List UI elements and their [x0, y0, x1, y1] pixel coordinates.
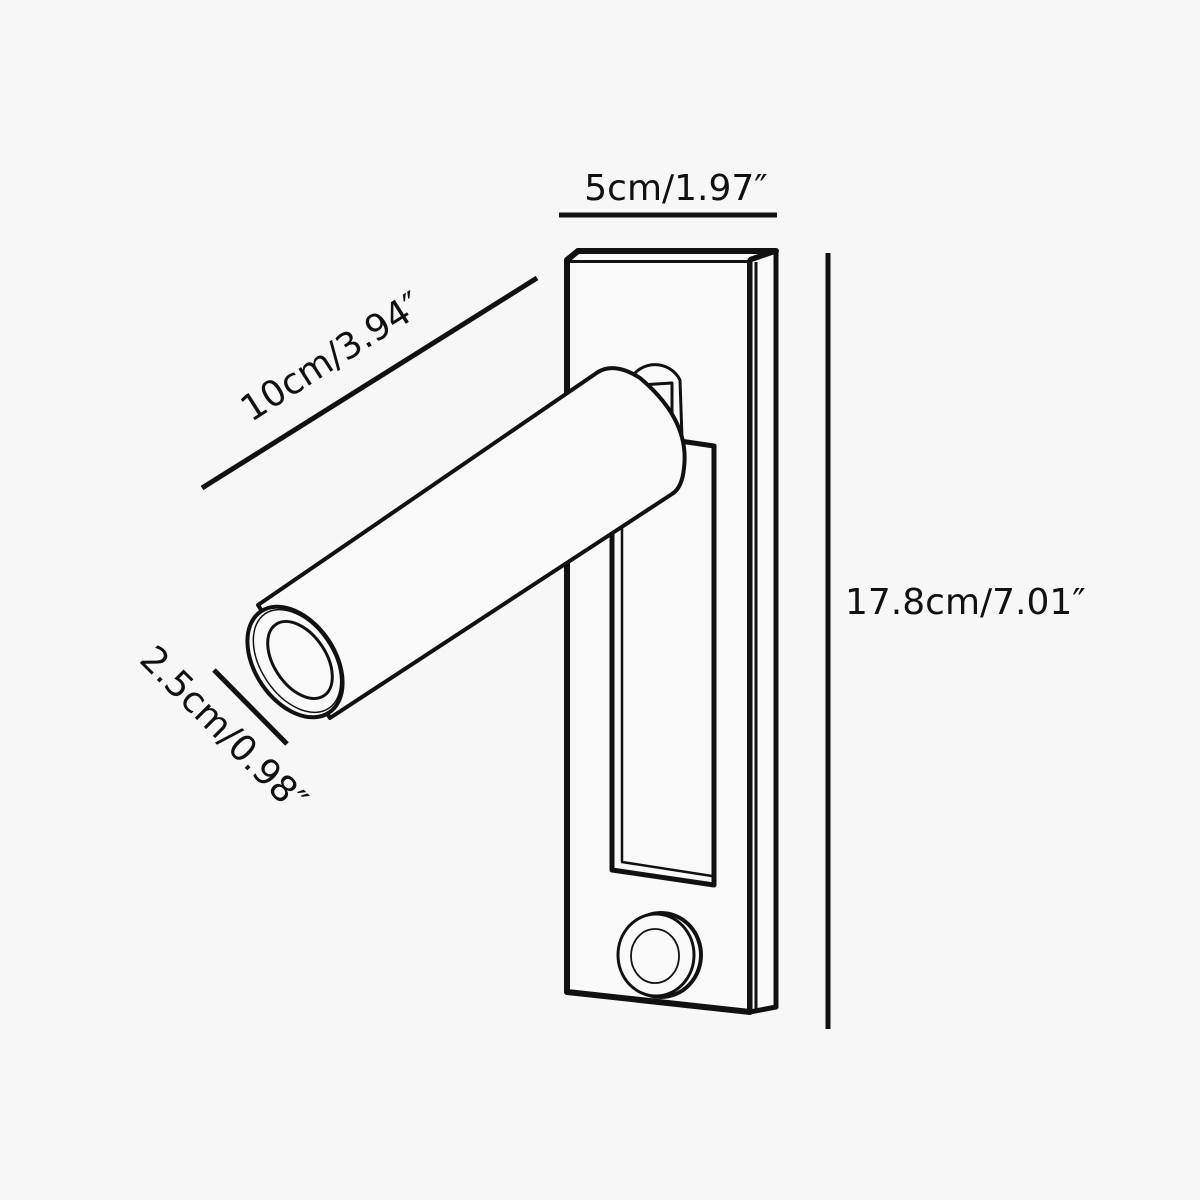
push-button — [616, 911, 703, 999]
recessed-slot — [609, 438, 717, 888]
width-label: 5cm/1.97″ — [584, 168, 768, 209]
dimension-width: 5cm/1.97″ — [559, 168, 777, 218]
lens-ring — [245, 604, 345, 720]
tube-diameter-dimension-line — [212, 668, 289, 746]
height-label: 17.8cm/7.01″ — [845, 582, 1086, 623]
light-tube — [245, 366, 687, 720]
arm-length-dimension-line — [200, 275, 539, 491]
dimension-height: 17.8cm/7.01″ — [825, 253, 1086, 1029]
backplate — [564, 248, 779, 1015]
